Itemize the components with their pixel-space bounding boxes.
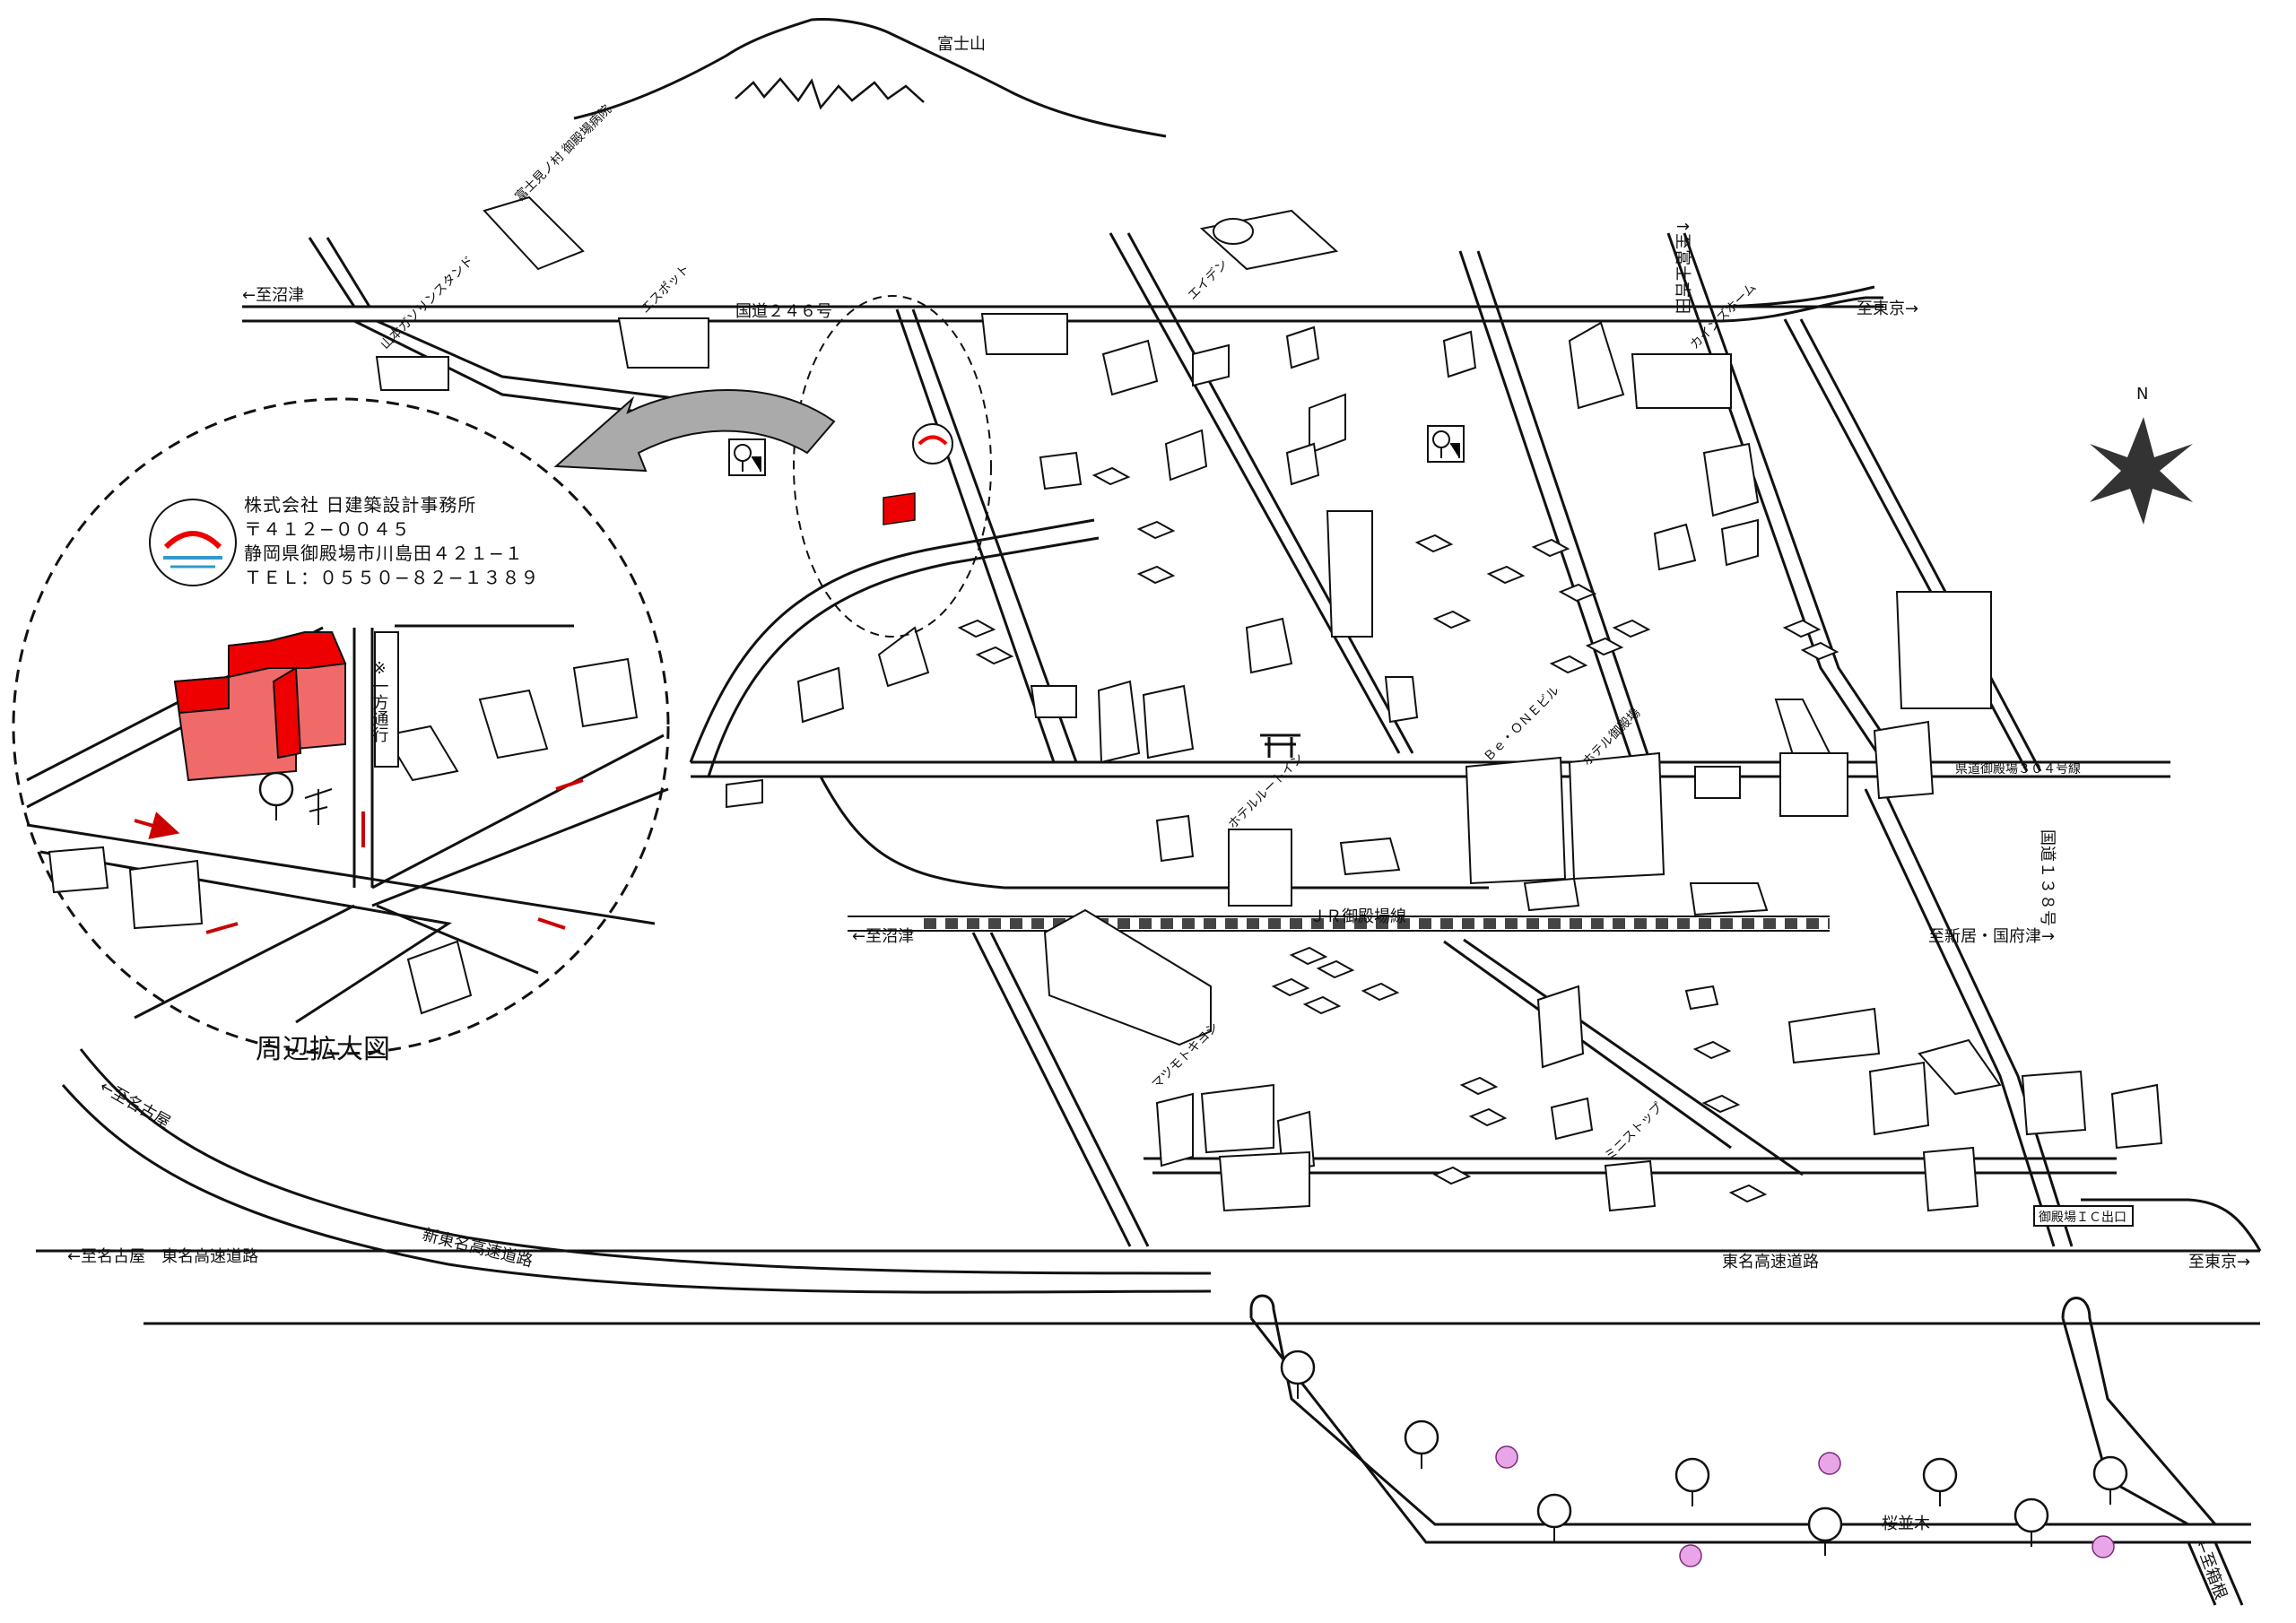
houses — [957, 466, 1839, 1203]
dir-to-nagoya-expy: ←至名古屋 東名高速道路 — [67, 1247, 258, 1266]
prefectural-road-label: 県道御殿場３０４号線 — [1955, 762, 2081, 777]
place-2: エスポット — [639, 262, 693, 317]
company-name: 株式会社 日建築設計事務所 — [244, 494, 476, 516]
company-info: 株式会社 日建築設計事務所 〒４１２−００４５ 静岡県御殿場市川島田４２１−１ … — [149, 494, 540, 588]
sakura-road-label: 桜並木 — [1882, 1515, 1930, 1533]
dir-to-tokyo-top: 至東京→ — [1857, 299, 1918, 318]
dir-to-numazu-top: ←至沼津 — [242, 286, 304, 305]
dir-to-shinnkoku-rail: 至新居・国府津→ — [1928, 927, 2055, 946]
zoom-arrow-icon — [553, 389, 836, 473]
dir-to-nagoya-diag: ←至名古屋 — [97, 1077, 174, 1133]
buildings — [375, 195, 2163, 1212]
shin-tomei-label: 新東名高速道路 — [421, 1225, 535, 1271]
sakura-trees — [1280, 1350, 2128, 1567]
park-icon — [728, 425, 1465, 476]
shrine-gate-icon — [1260, 733, 1300, 758]
office-building — [173, 631, 347, 782]
dir-to-hakone: ←至箱根 — [2191, 1538, 2230, 1602]
mount-fuji: 富士山 — [573, 18, 1167, 138]
dir-to-numazu-rail: ←至沼津 — [852, 927, 914, 946]
jr-line-label: ＪＲ御殿場線 — [1309, 907, 1406, 926]
route246-label: 国道２４６号 — [735, 302, 832, 321]
route138-label: 国道１３８号 — [2038, 829, 2057, 926]
tomei-label: 東名高速道路 — [1722, 1253, 1819, 1271]
place-45: Ｂｅ・ＯＮＥビル — [1482, 683, 1563, 765]
inset-zoom: ※一方通行 株式会社 日建築設計事務所 〒４１２−００４５ 静岡県御殿場市川島田… — [12, 397, 670, 1065]
place-9: エイデン — [1185, 256, 1231, 303]
oneway-label: ※一方通行 — [370, 659, 389, 742]
inset-caption: 周辺拡大図 — [256, 1034, 390, 1065]
place-1: 山本ガソリンスタンド — [378, 254, 477, 352]
location-marker — [793, 295, 992, 638]
place-56: ミニストップ — [1603, 1100, 1666, 1164]
dir-to-tokyo-expy: 至東京→ — [2188, 1253, 2250, 1271]
compass-icon: N — [2090, 385, 2193, 525]
fuji-label: 富士山 — [937, 35, 986, 54]
place-0: 富士見ノ村 御殿場病院 — [512, 102, 614, 204]
svg-text:N: N — [2136, 385, 2148, 404]
dir-to-fujiyoshida: ↑至富士吉田 — [1673, 220, 1692, 314]
company-postal: 〒４１２−００４５ — [244, 518, 411, 540]
gotemba-ic-label: 御殿場ＩＣ出口 — [2039, 1211, 2126, 1225]
road-network — [36, 232, 2262, 1606]
company-address: 静岡県御殿場市川島田４２１−１ — [244, 542, 524, 564]
company-tel: ＴＥＬ：０５５０−８２−１３８９ — [244, 567, 540, 588]
